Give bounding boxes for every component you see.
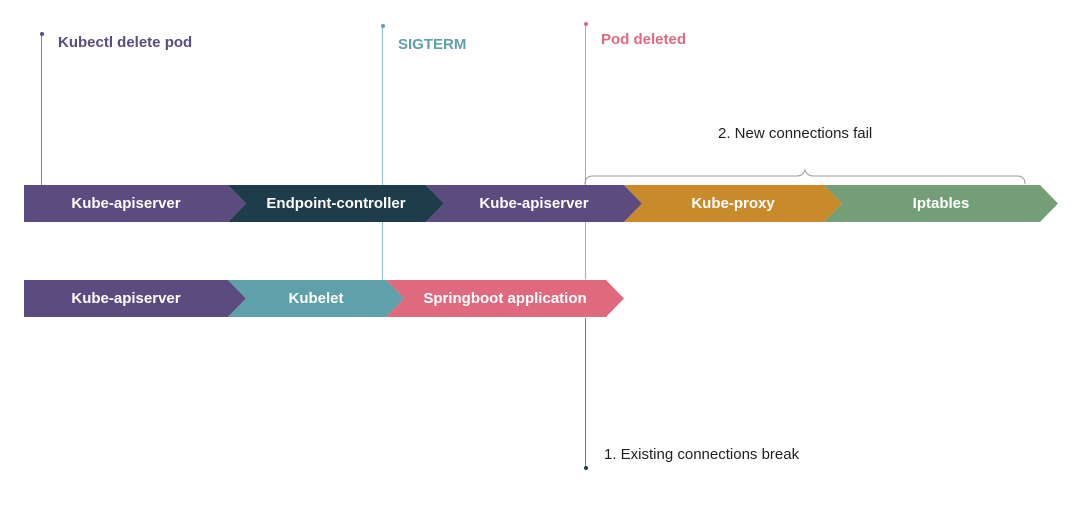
stage-label: Iptables [912, 195, 970, 212]
stage-endpoint-controller: Endpoint-controller [228, 185, 444, 222]
break-line [583, 318, 588, 470]
stage-label: Kube-apiserver [71, 195, 181, 212]
pod-deleted-label: Pod deleted [601, 31, 687, 48]
new-connections-brace [584, 168, 1026, 185]
stage-kube-apiserver: Kube-apiserver [24, 185, 246, 222]
stage-label: Kube-proxy [691, 195, 775, 212]
stage-label: Kube-apiserver [71, 290, 181, 307]
stage-kube-apiserver: Kube-apiserver [24, 280, 246, 317]
delete-pod-marker [39, 32, 44, 186]
pod-deleted-marker [583, 22, 588, 279]
stage-iptables: Iptables [824, 185, 1058, 222]
stage-springboot-application: Springboot application [386, 280, 624, 317]
existing-connections-break-note: 1. Existing connections break [604, 446, 800, 463]
delete-pod-label: Kubectl delete pod [58, 34, 193, 51]
new-connections-fail-note: 2. New connections fail [718, 125, 873, 142]
stage-kube-apiserver: Kube-apiserver [426, 185, 642, 222]
sigterm-marker [380, 24, 385, 281]
stage-label: Kube-apiserver [479, 195, 589, 212]
stage-kubelet: Kubelet [228, 280, 404, 317]
stage-label: Kubelet [288, 290, 344, 307]
sigterm-label: SIGTERM [398, 36, 467, 53]
stage-label: Endpoint-controller [266, 195, 406, 212]
stage-kube-proxy: Kube-proxy [624, 185, 842, 222]
stage-label: Springboot application [423, 290, 587, 307]
